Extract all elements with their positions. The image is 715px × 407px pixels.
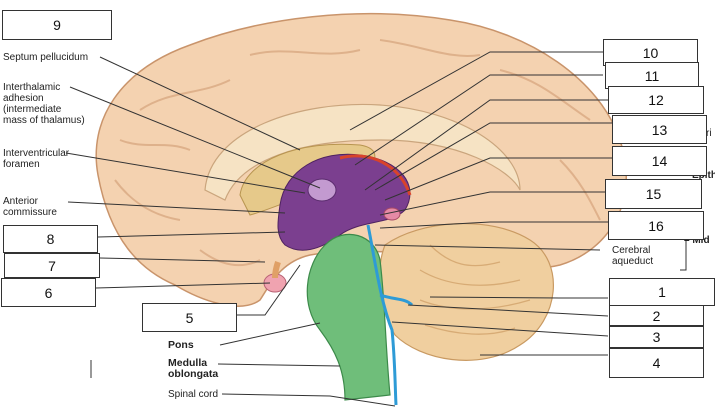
answer-box-9[interactable]: 9 bbox=[2, 10, 112, 40]
answer-box-15[interactable]: 15 bbox=[605, 179, 702, 209]
choroid-plexus bbox=[339, 154, 412, 196]
label-spinal-cord: Spinal cord bbox=[168, 389, 219, 400]
label-septum-pellucidum: Septum pellucidum bbox=[3, 52, 89, 63]
label-partial-ri: ri bbox=[706, 128, 712, 139]
interthalamic-adhesion-shape bbox=[307, 178, 337, 202]
answer-box-7[interactable]: 7 bbox=[4, 253, 100, 278]
answer-box-12[interactable]: 12 bbox=[608, 86, 704, 114]
answer-box-4[interactable]: 4 bbox=[609, 348, 704, 378]
answer-box-13[interactable]: 13 bbox=[612, 115, 707, 144]
label-interventricular-foramen: Interventricular foramen bbox=[3, 148, 70, 170]
fourth-ventricle bbox=[379, 293, 414, 307]
label-pons: Pons bbox=[168, 339, 194, 351]
answer-box-16[interactable]: 16 bbox=[608, 211, 704, 240]
cerebral-aqueduct-line bbox=[366, 224, 398, 406]
answer-box-8[interactable]: 8 bbox=[3, 225, 98, 253]
label-partial-mid: – Mid bbox=[684, 235, 710, 246]
answer-box-6[interactable]: 6 bbox=[1, 278, 96, 307]
answer-box-1[interactable]: 1 bbox=[609, 278, 715, 306]
answer-box-3[interactable]: 3 bbox=[609, 326, 704, 348]
label-anterior-commissure: Anterior commissure bbox=[3, 196, 57, 218]
answer-box-5[interactable]: 5 bbox=[142, 303, 237, 332]
infundibulum bbox=[272, 261, 281, 279]
answer-box-14[interactable]: 14 bbox=[612, 146, 707, 176]
answer-box-11[interactable]: 11 bbox=[605, 62, 699, 89]
answer-box-2[interactable]: 2 bbox=[609, 305, 704, 326]
label-medulla-oblongata: Medulla oblongata bbox=[168, 357, 219, 380]
gyri bbox=[114, 39, 601, 267]
label-cerebral-aqueduct: Cerebral aqueduct bbox=[612, 245, 654, 267]
label-interthalamic-adhesion: Interthalamic adhesion (intermediate mas… bbox=[3, 82, 85, 126]
